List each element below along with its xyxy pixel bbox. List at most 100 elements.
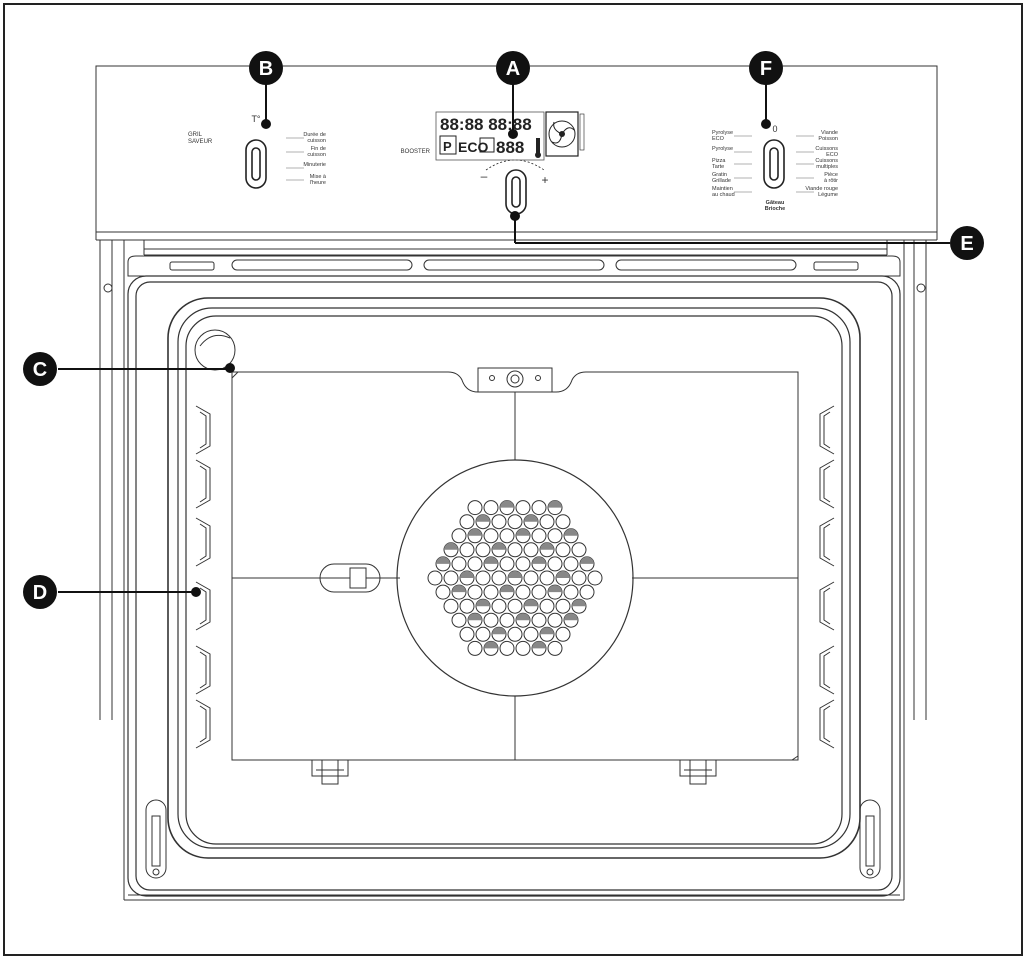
right-top-symbol: 0 bbox=[772, 124, 777, 134]
left-top-symbol: T° bbox=[251, 114, 260, 124]
fan-hole-shade bbox=[532, 556, 546, 564]
display-top-digits: 88:88 88:88 bbox=[440, 115, 532, 134]
right-right-option-label: Cuissons bbox=[815, 146, 838, 152]
fan-hole-shade bbox=[444, 542, 458, 550]
fan-hole bbox=[523, 542, 539, 558]
right-left-option-label: Tarte bbox=[712, 164, 724, 170]
fan-hole bbox=[427, 570, 443, 586]
fan-hole-shade bbox=[524, 599, 538, 607]
callout-f-marker bbox=[749, 51, 783, 85]
callout-e-marker bbox=[950, 226, 984, 260]
oven-body bbox=[99, 240, 927, 901]
left-shelf-runner bbox=[195, 645, 211, 695]
callout-anchor-dots bbox=[191, 119, 771, 597]
timer-knob bbox=[245, 139, 267, 189]
fan-hole bbox=[499, 528, 515, 544]
right-right-option-label: Poisson bbox=[818, 136, 838, 142]
fan-hole bbox=[507, 514, 523, 530]
fan-hole-shade bbox=[500, 500, 514, 508]
fan-hole bbox=[515, 500, 531, 516]
fan-hole bbox=[547, 556, 563, 572]
back-wall-latch bbox=[319, 563, 381, 593]
fan-hole bbox=[579, 584, 595, 600]
fan-hole-shade bbox=[492, 627, 507, 635]
callout-e-letter: E bbox=[960, 233, 973, 255]
fan-hole bbox=[499, 640, 515, 656]
right-left-option-label: ECO bbox=[712, 136, 725, 142]
fan-hole bbox=[531, 612, 547, 628]
top-bracket bbox=[477, 367, 553, 393]
left-option-label: l'heure bbox=[310, 180, 326, 186]
door-top-strip bbox=[127, 255, 901, 277]
fan-hole-shade bbox=[508, 571, 522, 578]
fan-hole bbox=[467, 556, 483, 572]
fan-hole bbox=[571, 542, 587, 558]
fan-hole bbox=[451, 612, 467, 628]
right-left-option-label: Pyrolyse bbox=[712, 146, 733, 152]
booster-label: BOOSTER bbox=[401, 149, 431, 155]
fan-hole bbox=[507, 542, 523, 558]
fan-hole bbox=[459, 598, 475, 614]
left-shelf-runner-inner bbox=[199, 523, 207, 561]
right-left-option-label: Maintien bbox=[712, 186, 733, 192]
fan-hole bbox=[459, 542, 475, 558]
fan-hole bbox=[483, 528, 499, 544]
function-knob bbox=[763, 139, 785, 189]
fan-hole-shade bbox=[468, 528, 482, 536]
fan-hole-shade bbox=[452, 585, 466, 593]
right-shelf-runner-inner bbox=[823, 651, 831, 689]
display-eco-label: ECO bbox=[458, 139, 488, 155]
left-shelf-runner bbox=[195, 459, 211, 509]
fan-hole bbox=[435, 584, 451, 600]
right-shelf-runner-inner bbox=[823, 705, 831, 743]
right-shelf-runner bbox=[819, 645, 835, 695]
right-right-option-label: Cuissons bbox=[815, 158, 838, 164]
left-side-label: GRIL bbox=[188, 132, 203, 138]
fan-hole bbox=[475, 570, 491, 586]
fan-hole-shade bbox=[476, 599, 490, 607]
fan-hole bbox=[491, 570, 507, 586]
fan-hole-shade bbox=[532, 641, 546, 649]
callout-c-marker bbox=[23, 352, 57, 386]
right-right-option-label: ECO bbox=[826, 152, 839, 158]
fan-hole bbox=[531, 584, 547, 600]
fan-hole bbox=[451, 556, 467, 572]
fan-hole bbox=[555, 542, 571, 558]
fan-hole bbox=[547, 612, 563, 628]
left-option-label: Durée de bbox=[303, 132, 326, 138]
fan-hole bbox=[499, 612, 515, 628]
fan-hole-shade bbox=[436, 556, 450, 564]
fan-hole bbox=[515, 640, 531, 656]
fan-hole-shade bbox=[572, 599, 586, 607]
callout-a-letter: A bbox=[506, 58, 520, 80]
fan-hole bbox=[547, 528, 563, 544]
fan-hole bbox=[475, 626, 491, 642]
callout-d-letter: D bbox=[33, 582, 47, 604]
door-bottom-hinges bbox=[145, 760, 881, 879]
fan-hole bbox=[483, 612, 499, 628]
fan-hole bbox=[539, 570, 555, 586]
fan-symbol-icon bbox=[545, 111, 579, 157]
fan-hole bbox=[483, 584, 499, 600]
fan-hole bbox=[467, 584, 483, 600]
right-shelf-runner-inner bbox=[823, 411, 831, 449]
callout-c-letter: C bbox=[33, 359, 47, 381]
fan-hole bbox=[491, 598, 507, 614]
figure-frame bbox=[3, 3, 1023, 956]
fan-hole bbox=[531, 528, 547, 544]
fan-hole-shade bbox=[556, 571, 570, 578]
fan-hole-shade bbox=[460, 571, 474, 578]
fan-hole bbox=[459, 626, 475, 642]
left-side-label: SAVEUR bbox=[188, 139, 213, 145]
fan-hole bbox=[467, 640, 483, 656]
fan-hole bbox=[475, 542, 491, 558]
right-left-option-label: Grillade bbox=[712, 178, 731, 184]
callout-d-marker bbox=[23, 575, 57, 609]
fan-hole-shade bbox=[524, 514, 538, 522]
callout-b-letter: B bbox=[259, 58, 273, 80]
shelf-runners bbox=[195, 405, 835, 749]
fan-hole bbox=[571, 570, 587, 586]
